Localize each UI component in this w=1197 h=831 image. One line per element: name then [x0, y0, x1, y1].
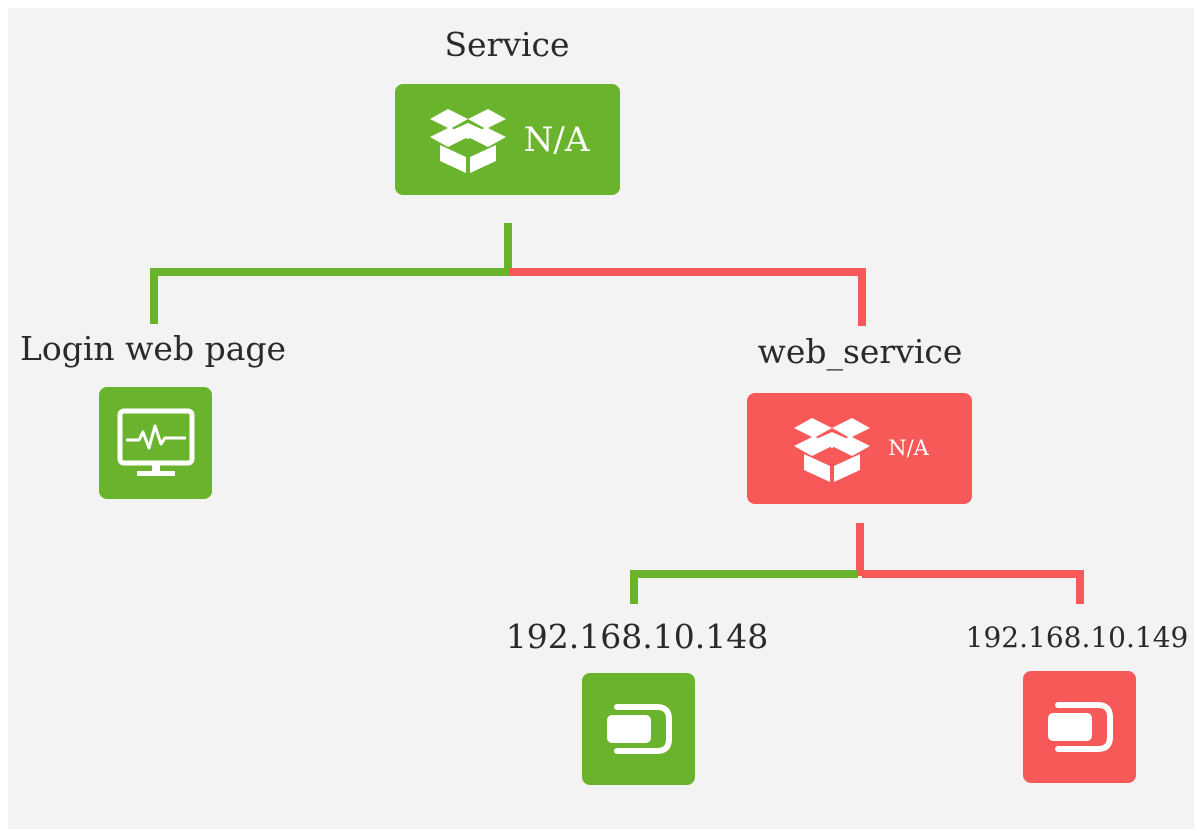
- node-label-host-149: 192.168.10.149: [965, 621, 1189, 654]
- node-label-service: Service: [444, 25, 570, 64]
- monitor-icon: [115, 406, 197, 480]
- module-icon: [1044, 699, 1116, 755]
- node-label-web-service: web_service: [757, 332, 963, 371]
- node-value-service: N/A: [523, 119, 590, 160]
- node-service[interactable]: N/A: [395, 84, 620, 195]
- edge-web-service-149: [862, 570, 1084, 604]
- node-value-web-service: N/A: [888, 436, 929, 460]
- edge-service-web-service: [510, 268, 866, 326]
- node-web-service[interactable]: N/A: [747, 393, 972, 504]
- node-host-148[interactable]: [582, 673, 695, 785]
- edge-web-service-148: [630, 570, 858, 604]
- edge-service-login: [150, 268, 508, 324]
- service-box-icon: [426, 105, 510, 175]
- module-icon: [603, 701, 675, 757]
- node-login-web-page[interactable]: [99, 387, 212, 499]
- service-box-icon: [790, 414, 874, 484]
- node-host-149[interactable]: [1023, 671, 1136, 783]
- node-label-login-web-page: Login web page: [19, 329, 287, 368]
- node-label-host-148: 192.168.10.148: [505, 617, 769, 656]
